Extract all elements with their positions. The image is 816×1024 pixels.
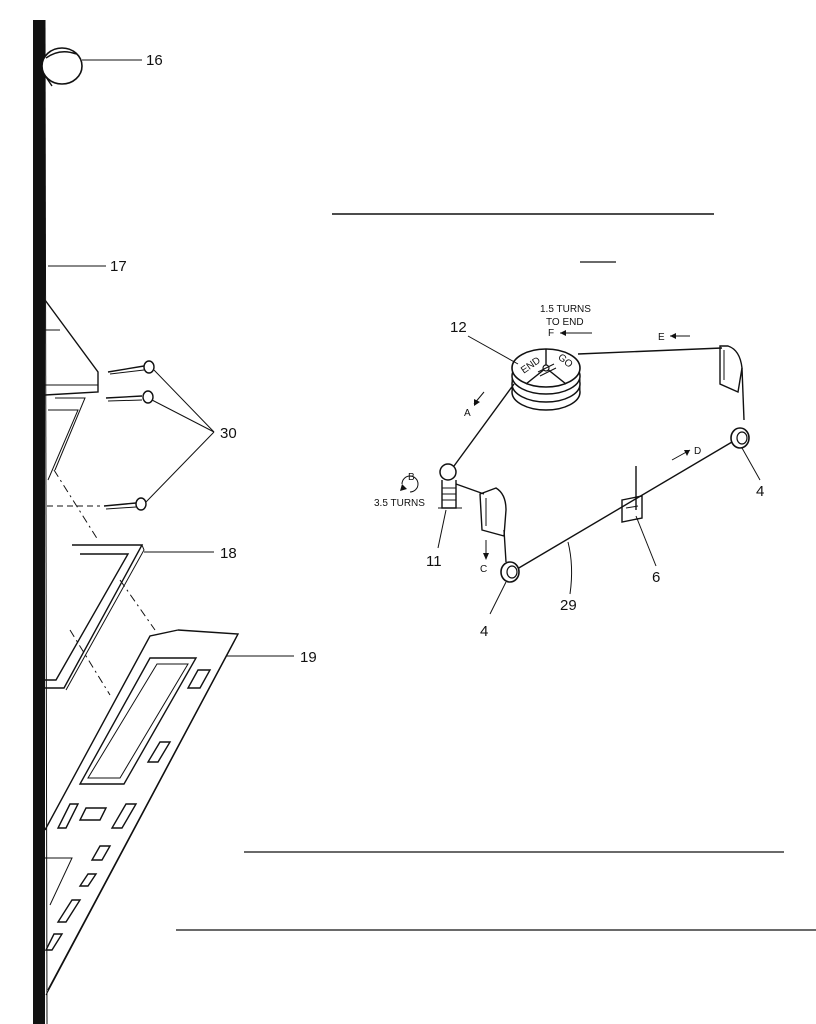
- screw-part: [105, 390, 154, 404]
- turns-to-end-line2: TO END: [546, 317, 584, 328]
- dial-string: [455, 483, 485, 495]
- dial-string: [453, 383, 515, 467]
- arrow-e-head: [670, 333, 676, 339]
- leader-30: [145, 369, 215, 503]
- cabinet-side-panel: [33, 19, 48, 1024]
- pulley-part: [730, 427, 761, 481]
- faceplate-part: [44, 629, 294, 996]
- leader-29: [567, 541, 573, 595]
- callout-12: 12: [450, 319, 467, 336]
- callout-6: 6: [652, 569, 660, 586]
- callout-29: 29: [560, 597, 577, 614]
- callout-19: 19: [300, 649, 317, 666]
- arrow-a-label: A: [464, 408, 471, 419]
- upper-bracket-part: [44, 299, 99, 481]
- callout-11: 11: [426, 553, 442, 570]
- window-frame-part: [45, 469, 214, 691]
- arrow-b-label: B: [408, 472, 415, 483]
- rotation-b-arrow: [401, 475, 419, 493]
- pointer-part: [621, 466, 657, 567]
- callout-4-left: 4: [480, 623, 488, 640]
- knob-part: [41, 47, 142, 87]
- callout-16: 16: [146, 52, 163, 69]
- callout-30: 30: [220, 425, 237, 442]
- arrow-d-head: [684, 450, 690, 456]
- callout-17: 17: [110, 258, 127, 275]
- pulley-part: [489, 561, 520, 615]
- callout-18: 18: [220, 545, 237, 562]
- arrow-a-head: [474, 399, 480, 406]
- screw-part: [107, 360, 155, 375]
- rotation-b-head: [400, 484, 407, 491]
- arrow-d-label: D: [694, 446, 701, 457]
- arrow-c-head: [483, 553, 489, 560]
- screw-part: [47, 497, 147, 511]
- spring-bracket-right: [719, 345, 745, 421]
- turns-b-label: 3.5 TURNS: [374, 498, 425, 509]
- dial-drum-part: [511, 348, 581, 411]
- alignment-line: [69, 629, 111, 696]
- arrow-f-label: F: [548, 328, 554, 339]
- tuning-shaft-part: [437, 463, 462, 549]
- turns-to-end-line1: 1.5 TURNS: [540, 304, 591, 315]
- arrow-e-label: E: [658, 332, 665, 343]
- dial-string: [577, 347, 723, 355]
- arrow-f-head: [560, 330, 566, 336]
- spring-bracket-left: [479, 487, 507, 563]
- callout-4-right: 4: [756, 483, 764, 500]
- arrow-c-label: C: [480, 564, 487, 575]
- alignment-line: [119, 579, 156, 631]
- leader-12: [467, 335, 519, 365]
